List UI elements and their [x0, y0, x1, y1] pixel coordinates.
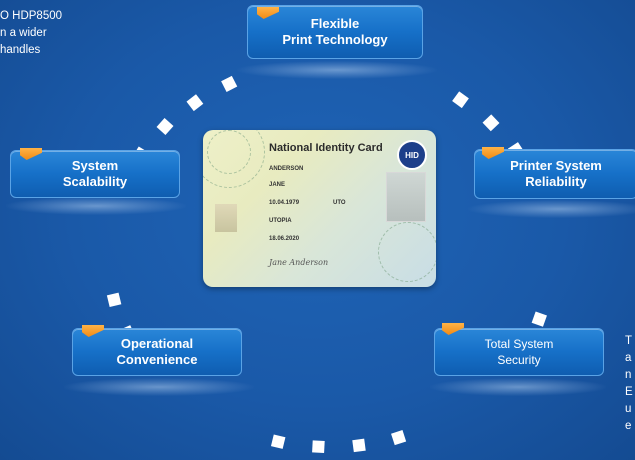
card-surname: ANDERSON — [269, 166, 304, 172]
ring-dot — [482, 114, 500, 132]
cropped-description-text-right: T a n E u e — [625, 335, 633, 432]
node-glow — [430, 378, 606, 396]
ring-dot — [270, 434, 286, 449]
ring-dot — [186, 94, 204, 112]
node-glow — [237, 61, 437, 79]
ring-dot — [312, 440, 325, 454]
cropped-description-text-left: O HDP8500 n a wider handles — [0, 10, 63, 56]
ghost-portrait-photo — [215, 204, 237, 232]
node-glow — [64, 378, 254, 396]
node-label: System Scalability — [10, 150, 180, 198]
ring-dot — [531, 311, 547, 327]
card-nationality: UTO — [333, 200, 346, 206]
node-glow — [468, 200, 635, 218]
node-glow — [6, 197, 186, 215]
node-label: Total System Security — [434, 328, 604, 376]
portrait-photo — [386, 172, 426, 222]
card-date-of-expiry: 18.06.2020 — [269, 236, 300, 242]
ring-dot — [391, 430, 407, 446]
ring-dot — [221, 75, 238, 92]
card-place-of-birth: UTOPIA — [269, 218, 292, 224]
guilloche-pattern — [378, 222, 436, 282]
ring-dot — [106, 292, 122, 308]
card-signature: Jane Anderson — [269, 258, 329, 267]
node-label: Printer System Reliability — [474, 149, 635, 199]
card-given-name: JANE — [269, 182, 286, 188]
hid-logo: HID — [397, 140, 427, 170]
ring-dot — [352, 438, 366, 453]
card-title: National Identity Card — [269, 142, 383, 154]
card-date-of-birth: 10.04.1979 — [269, 200, 300, 206]
ring-dot — [452, 91, 469, 109]
guilloche-pattern — [207, 130, 251, 174]
node-label: Flexible Print Technology — [247, 5, 423, 59]
national-identity-card-image: National Identity Card HID ANDERSON JANE… — [203, 130, 436, 287]
ring-dot — [156, 118, 174, 135]
node-label: Operational Convenience — [72, 328, 242, 376]
